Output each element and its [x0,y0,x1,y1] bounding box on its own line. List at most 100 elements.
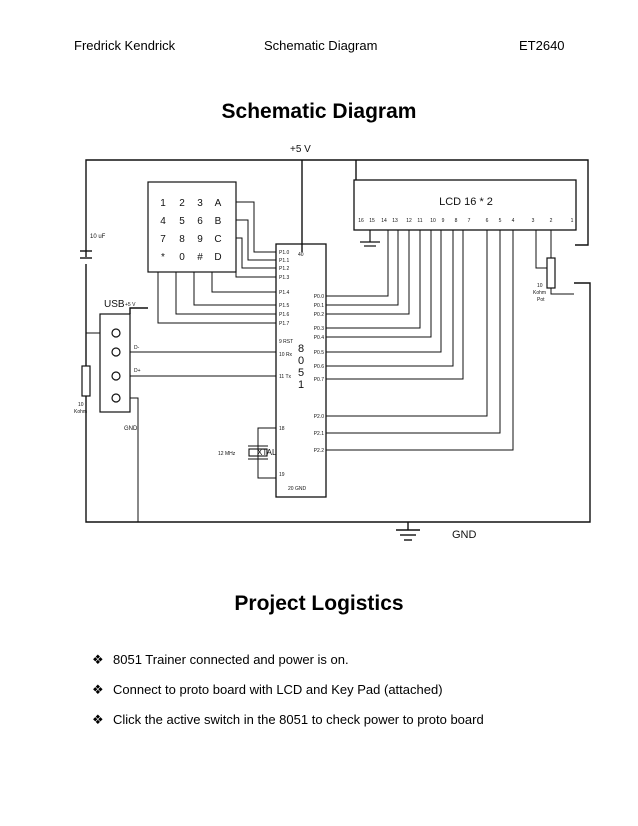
header-title: Schematic Diagram [264,38,378,53]
svg-text:P0.5: P0.5 [314,350,325,356]
resistor [81,365,91,397]
svg-text:9 RST: 9 RST [279,339,293,345]
mcu-label: 8 0 5 1 [298,343,304,391]
list-item-text: Click the active switch in the 8051 to c… [113,712,484,727]
svg-text:P1.2: P1.2 [279,266,290,272]
usb-vcc-label: +5 V [125,302,136,308]
svg-text:P0.7: P0.7 [314,377,325,383]
svg-text:8: 8 [298,343,304,355]
svg-text:14: 14 [381,218,387,224]
pot-label-value: 10 [537,283,543,289]
pot-label-type: Pot [537,297,545,303]
resistor-label-unit: Kohm [74,409,87,415]
svg-text:P1.3: P1.3 [279,275,290,281]
key-2: 2 [179,198,185,209]
key-3: 3 [197,198,203,209]
key-7: 7 [160,234,166,245]
svg-text:7: 7 [468,218,471,224]
header-course: ET2640 [519,38,565,53]
key-6: 6 [197,216,203,227]
usb-gnd-label: GND [124,426,138,432]
svg-text:1: 1 [571,218,574,224]
svg-text:P0.0: P0.0 [314,294,325,300]
mcu-pin-19: 19 [279,472,285,478]
svg-text:P1.4: P1.4 [279,290,290,296]
pot-wire [535,230,548,269]
key-9: 9 [197,234,203,245]
usb-dminus-label: D- [134,345,140,351]
svg-text:12: 12 [406,218,412,224]
svg-text:5: 5 [499,218,502,224]
svg-text:10 Rx: 10 Rx [279,352,293,358]
svg-text:6: 6 [486,218,489,224]
svg-text:P1.6: P1.6 [279,312,290,318]
header-author: Fredrick Kendrick [74,38,176,53]
svg-text:1: 1 [298,379,304,391]
usb-label: USB [104,299,125,310]
xtal-wire [257,427,276,479]
usb-gnd-wire [130,397,139,522]
svg-text:11 Tx: 11 Tx [279,374,292,380]
section-title-logistics: Project Logistics [234,592,404,615]
key-1: 1 [160,198,166,209]
gnd-label: GND [452,529,477,541]
mcu-8051 [275,243,327,498]
list-item: ❖ Connect to proto board with LCD and Key… [92,682,484,712]
mcu-left-pins: P1.0 P1.1 P1.2 P1.3 P1.4 P1.5 P1.6 P1.7 … [279,250,293,380]
svg-text:4: 4 [512,218,515,224]
mcu-pin-40: 40 [298,252,304,258]
svg-text:9: 9 [442,218,445,224]
key-star: * [161,252,165,263]
key-hash: # [197,252,203,263]
svg-text:11: 11 [417,218,422,224]
capacitor-label: 10 uF [90,234,106,240]
pot-gnd-wire [550,288,574,295]
svg-text:P0.4: P0.4 [314,335,325,341]
svg-text:P1.1: P1.1 [279,258,290,264]
svg-text:0: 0 [298,355,304,367]
keypad-keys: 1 2 3 A 4 5 6 B 7 8 9 C * 0 # D [160,198,221,263]
key-0: 0 [179,252,185,263]
diamond-bullet-icon: ❖ [92,652,104,667]
keypad [147,181,237,273]
list-item-text: Connect to proto board with LCD and Key … [113,682,443,697]
svg-text:P1.0: P1.0 [279,250,290,256]
lcd-module [353,179,577,231]
usb-pins [111,328,121,403]
svg-text:10: 10 [430,218,436,224]
mcu-pin-18: 18 [279,426,285,432]
svg-text:15: 15 [369,218,375,224]
xtal-label: XTAL [257,448,277,457]
svg-text:13: 13 [392,218,398,224]
pot-label-unit: Kohm [533,290,546,296]
resistor-label-value: 10 [78,402,84,408]
lcd-ground [360,230,380,247]
svg-text:P1.7: P1.7 [279,321,290,327]
key-8: 8 [179,234,185,245]
svg-text:P2.1: P2.1 [314,431,325,437]
list-item-text: 8051 Trainer connected and power is on. [113,652,349,667]
key-b: B [215,216,222,227]
mcu-right-pins: P0.0 P0.1 P0.2 P0.3 P0.4 P0.5 P0.6 P0.7 … [314,294,325,454]
key-5: 5 [179,216,185,227]
svg-text:P0.6: P0.6 [314,364,325,370]
lcd-pin-labels: 16 15 14 13 12 11 10 9 8 7 6 5 4 3 2 1 [358,218,573,224]
lcd-wires [326,230,514,451]
list-item: ❖ 8051 Trainer connected and power is on. [92,652,484,682]
svg-text:3: 3 [532,218,535,224]
svg-text:P1.5: P1.5 [279,303,290,309]
schematic-diagram: +5 V GND 10 uF 1 2 3 A 4 5 6 B 7 8 9 C *… [74,144,591,541]
vcc-label: +5 V [290,144,311,155]
potentiometer [546,257,556,289]
key-a: A [215,198,222,209]
svg-text:P0.2: P0.2 [314,312,325,318]
svg-text:P0.3: P0.3 [314,326,325,332]
vcc-rail [85,159,589,257]
mcu-gnd-pin: 20 GND [288,486,306,492]
gnd-rail [85,264,591,523]
usb-connector [99,313,131,413]
usb-5v-wire [129,307,148,314]
svg-text:P2.2: P2.2 [314,448,325,454]
diamond-bullet-icon: ❖ [92,682,104,697]
logistics-list: ❖ 8051 Trainer connected and power is on.… [92,652,484,742]
